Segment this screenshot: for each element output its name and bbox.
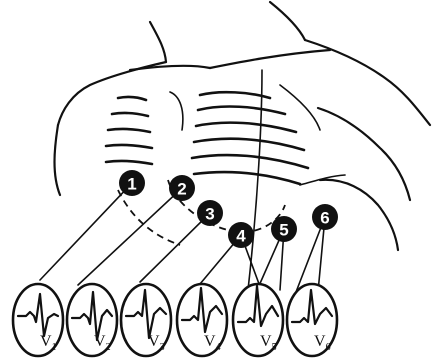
lead-v5: V5 [233, 284, 283, 356]
electrode-1: 1 [119, 170, 145, 196]
lead-v4: V4 [177, 284, 227, 356]
electrode-label: 4 [236, 227, 246, 246]
lead-v3: V3 [121, 284, 171, 356]
electrode-label: 3 [205, 205, 214, 224]
lead-v1: V1 [13, 284, 63, 356]
electrode-label: 1 [127, 175, 136, 194]
electrode-label: 2 [177, 180, 186, 199]
lead-subscript: 3 [160, 342, 165, 353]
lead-subscript: 4 [216, 342, 221, 353]
lead-letter: V [314, 333, 326, 350]
skeleton-sketch [106, 50, 330, 290]
lead-subscript: 2 [106, 342, 111, 353]
lead-v2: V2 [67, 284, 117, 356]
lead-letter: V [204, 333, 216, 350]
lead-letter: V [94, 333, 106, 350]
lead-subscript: 1 [52, 342, 57, 353]
lead-letter: V [260, 333, 272, 350]
electrode-4: 4 [228, 222, 254, 248]
electrode-5: 5 [271, 216, 297, 242]
electrode-3: 3 [197, 200, 223, 226]
lead-v6: V6 [287, 284, 337, 356]
electrode-label: 5 [279, 221, 288, 240]
electrode-label: 6 [320, 209, 329, 228]
torso-outline [55, 2, 431, 250]
lead-letter: V [40, 333, 52, 350]
electrode-6: 6 [312, 204, 338, 230]
electrode-2: 2 [169, 175, 195, 201]
lead-subscript: 5 [272, 342, 277, 353]
lead-letter: V [148, 333, 160, 350]
lead-subscript: 6 [326, 342, 331, 353]
